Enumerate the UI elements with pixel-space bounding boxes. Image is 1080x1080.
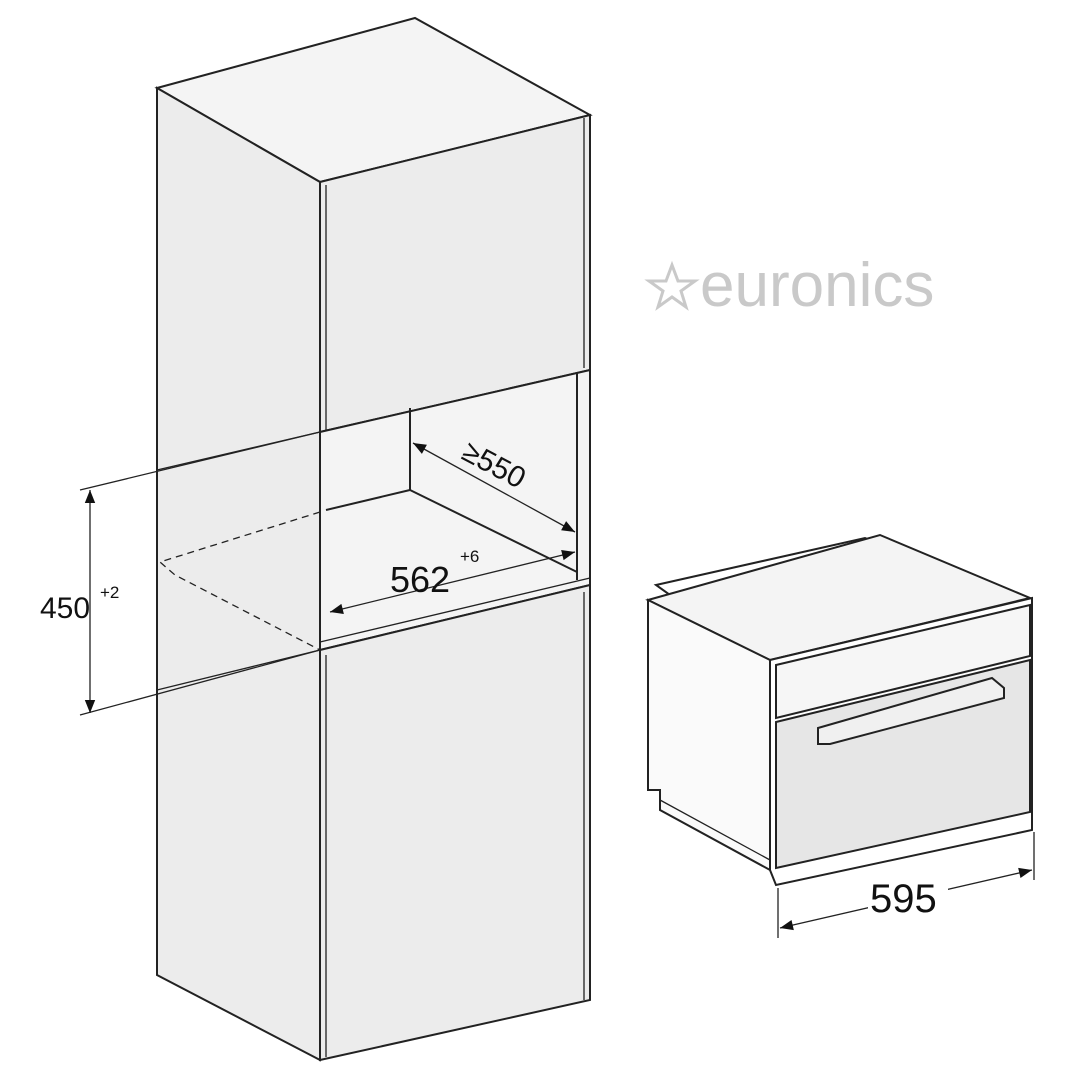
niche-width-tolerance: +6 (460, 547, 479, 566)
cabinet-side (156, 86, 321, 1062)
control-panel (775, 603, 1031, 720)
door-handle (817, 676, 1005, 745)
star-icon (644, 260, 700, 311)
oven-base-edge (659, 799, 771, 861)
watermark-text: euronics (700, 251, 934, 320)
appliance-width-value: 595 (870, 877, 937, 921)
niche-width-value: 562 (390, 559, 450, 600)
height-tolerance: +2 (100, 583, 119, 602)
height-dimension: 450 +2 (40, 431, 321, 716)
tall-cabinet (154, 16, 593, 1062)
side-line (156, 649, 321, 691)
niche-width-dimension: 562 +6 (329, 547, 576, 614)
lower-front-panel (319, 583, 591, 1062)
oven-door (775, 658, 1031, 870)
euronics-watermark: euronics (644, 251, 934, 320)
appliance-width-dimension: 595 (777, 832, 1035, 938)
niche-floor-edge (325, 489, 411, 511)
height-value: 450 (40, 592, 90, 625)
oven-appliance (645, 533, 1034, 887)
shelf-outline (158, 511, 321, 651)
